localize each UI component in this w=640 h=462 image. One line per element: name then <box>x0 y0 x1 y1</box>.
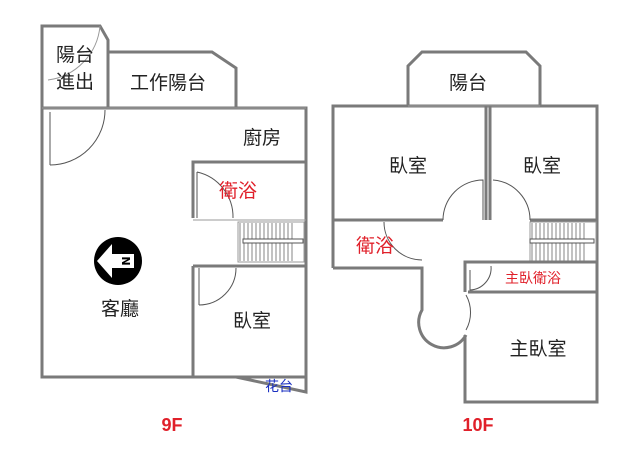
bedroom-door <box>198 267 237 306</box>
floor-9f-plan: N 陽台 進出 工作陽台 廚房 衛浴 客廳 臥室 花台 9F <box>40 24 308 435</box>
upper-walls <box>331 104 599 404</box>
bedroom-left-door <box>442 179 484 221</box>
entry-door <box>49 109 106 166</box>
label-work-balcony: 工作陽台 <box>130 72 206 94</box>
label-balcony-entry-1: 陽台 <box>56 44 94 66</box>
label-balcony: 陽台 <box>449 72 487 94</box>
work-balcony-walls <box>108 50 238 108</box>
label-bedroom-right: 臥室 <box>523 155 561 177</box>
flower-bed-walls <box>235 375 308 394</box>
label-master-bathroom: 主臥衛浴 <box>505 271 561 287</box>
bedroom-right-door <box>492 179 531 221</box>
label-bathroom: 衛浴 <box>356 235 394 257</box>
label-master-bedroom: 主臥室 <box>509 338 566 360</box>
master-bath-walls <box>463 260 597 294</box>
master-bedroom-door <box>465 294 472 331</box>
bathroom-walls <box>191 160 306 218</box>
balcony-walls <box>406 50 542 106</box>
staircase <box>529 221 597 263</box>
label-flower-bed: 花台 <box>265 379 293 395</box>
staircase <box>237 221 305 263</box>
bedroom-walls <box>191 264 306 377</box>
floor-10f-plan: 陽台 臥室 臥室 衛浴 主臥衛浴 主臥室 10F <box>331 50 599 435</box>
master-bath-door <box>469 265 492 291</box>
compass-icon: N <box>94 237 142 285</box>
label-bedroom-left: 臥室 <box>389 155 427 177</box>
svg-text:N: N <box>119 256 132 265</box>
bathroom-door <box>383 221 423 261</box>
bedroom-divider <box>484 106 492 220</box>
label-living-room: 客廳 <box>101 298 139 320</box>
floor-title-10f: 10F <box>462 415 493 435</box>
label-bathroom: 衛浴 <box>219 180 257 202</box>
floor-title-9f: 9F <box>161 415 182 435</box>
label-bedroom: 臥室 <box>233 310 271 332</box>
label-kitchen: 廚房 <box>243 126 281 149</box>
label-balcony-entry-2: 進出 <box>56 71 94 93</box>
bathroom-walls <box>333 266 468 350</box>
bathroom-door <box>196 171 234 219</box>
